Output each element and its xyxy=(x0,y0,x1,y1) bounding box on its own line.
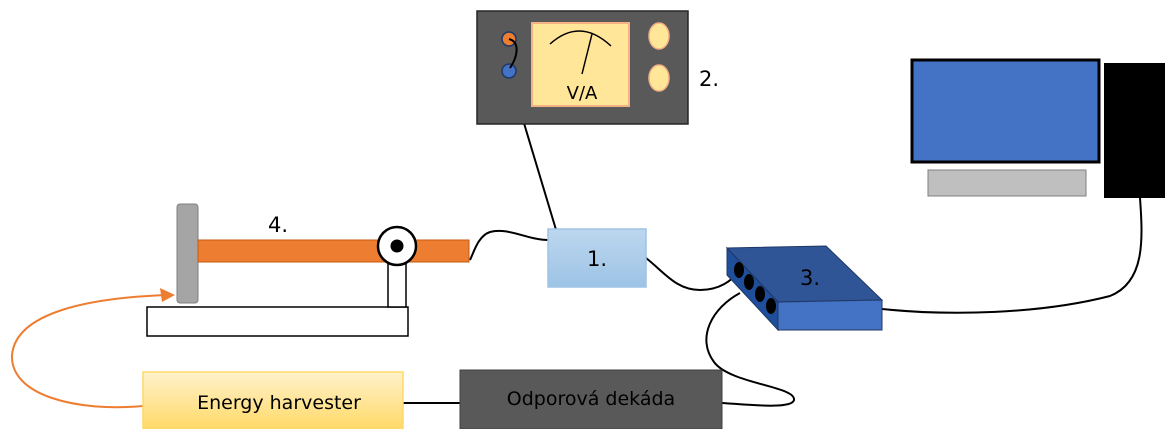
base-plate xyxy=(146,306,409,337)
port-2-icon xyxy=(744,274,754,290)
cantilever-beam-assembly xyxy=(146,203,470,337)
wire-interface-to-computer xyxy=(881,197,1143,314)
terminal-lead-icon xyxy=(508,38,518,69)
resistor-decade-label: Odporová dekáda xyxy=(507,388,675,410)
meter-needle xyxy=(581,33,593,75)
interface-number-label: 3. xyxy=(800,266,820,290)
pivot-center-icon xyxy=(390,239,404,253)
support-post xyxy=(387,261,407,308)
knob-top-icon xyxy=(648,22,670,50)
wire-beam-to-daq xyxy=(469,229,549,261)
meter-display xyxy=(531,22,630,107)
meter-scale-label: V/A xyxy=(567,83,598,104)
clamp xyxy=(176,203,199,304)
knob-bottom-icon xyxy=(648,64,670,92)
computer xyxy=(910,58,1165,198)
interface-hub xyxy=(725,245,884,332)
beam-number-label: 4. xyxy=(268,213,288,237)
meter-scale-arc xyxy=(549,30,612,47)
multimeter-number-label: 2. xyxy=(699,67,719,91)
port-1-icon xyxy=(734,262,744,278)
daq-number-label: 1. xyxy=(587,247,607,271)
multimeter: V/A xyxy=(476,10,689,125)
terminal-blue-icon xyxy=(501,63,517,79)
energy-harvester-label: Energy harvester xyxy=(197,392,361,414)
monitor-screen xyxy=(910,58,1101,164)
harvester-feedback-arrow xyxy=(10,294,167,409)
wire-interface-to-decade xyxy=(705,292,795,407)
computer-tower xyxy=(1104,63,1165,198)
energy-harvester-box xyxy=(142,371,404,429)
resistor-decade-box xyxy=(459,369,723,429)
arrow-head-icon xyxy=(160,288,175,302)
port-3-icon xyxy=(755,286,765,302)
interface-side xyxy=(777,299,883,331)
daq-box xyxy=(547,228,647,288)
keyboard xyxy=(927,169,1087,197)
wire-daq-to-interface xyxy=(645,257,738,292)
beam xyxy=(197,239,470,263)
port-4-icon xyxy=(766,298,776,314)
